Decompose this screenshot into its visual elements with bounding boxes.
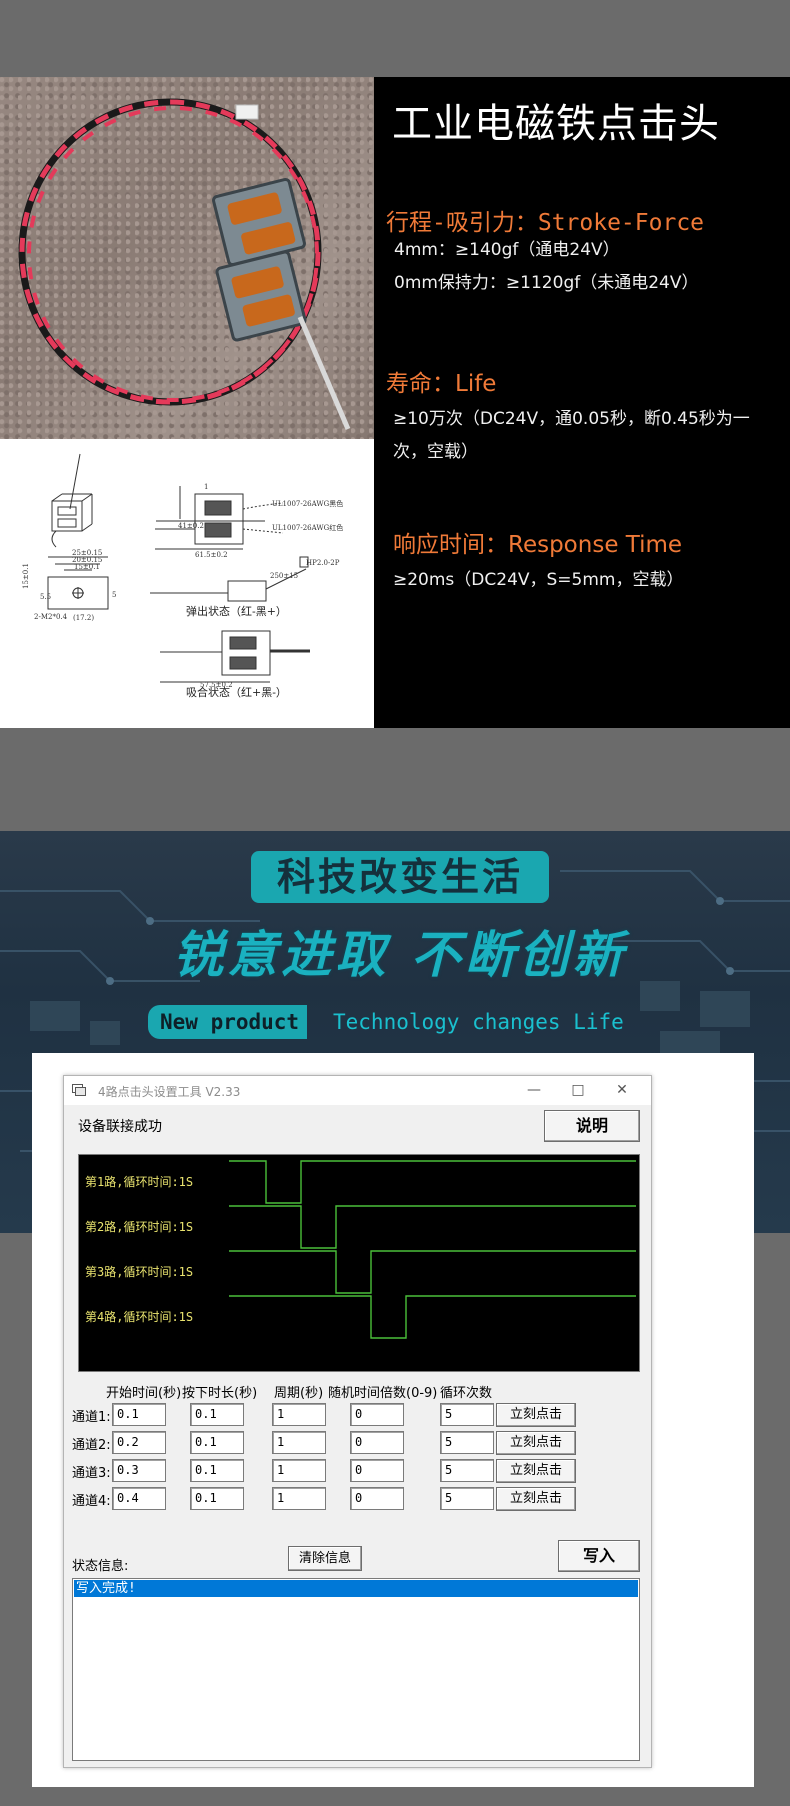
channel-4-start-input[interactable]: 0.4: [112, 1487, 166, 1510]
tech-tagline: Technology changes Life: [333, 1010, 624, 1034]
close-button[interactable]: ✕: [600, 1076, 644, 1105]
channel-2-trace: [229, 1205, 636, 1249]
column-period: 周期(秒): [274, 1386, 324, 1401]
channel-2-loops-input[interactable]: 5: [440, 1431, 494, 1454]
dim-label: (17.2): [73, 614, 94, 622]
dim-label: 2-M2*0.4: [34, 613, 68, 621]
log-entry-selected[interactable]: 写入完成!: [74, 1580, 638, 1597]
dim-label: 5: [112, 591, 116, 599]
waveform-traces: [229, 1160, 636, 1339]
maximize-icon: □: [571, 1082, 585, 1098]
waveform-display: 第1路,循环时间:1S 第2路,循环时间:1S 第3路,循环时间:1S 第4路,…: [78, 1154, 640, 1372]
channel-3-period-input[interactable]: 1: [272, 1459, 326, 1482]
channel-3-trace: [229, 1250, 636, 1294]
minimize-button[interactable]: —: [512, 1076, 556, 1105]
dim-label: 15±0.1: [22, 563, 30, 589]
channel-2-press-input[interactable]: 0.1: [190, 1431, 244, 1454]
slogan-innovation: 锐意进取 不断创新: [173, 926, 627, 984]
channel-3-start-input[interactable]: 0.3: [112, 1459, 166, 1482]
channel-2-start-input[interactable]: 0.2: [112, 1431, 166, 1454]
dim-label: 20±0.15: [72, 556, 102, 564]
channel-2-row-label: 通道2:: [72, 1438, 111, 1453]
channel-1-trace: [229, 1160, 636, 1204]
clear-info-button[interactable]: 清除信息: [288, 1546, 362, 1571]
channel-3-label: 第3路,循环时间:1S: [85, 1265, 194, 1279]
channel-3-click-now-button[interactable]: 立刻点击: [496, 1459, 576, 1483]
channel-2-label: 第2路,循环时间:1S: [85, 1220, 194, 1234]
slogan-tech-changes-life: 科技改变生活: [251, 851, 549, 903]
channel-2-click-now-button[interactable]: 立刻点击: [496, 1431, 576, 1455]
channel-4-trace: [229, 1295, 636, 1339]
wire-black-label: UL1007-26AWG黑色: [272, 499, 343, 508]
state-out-label: 弹出状态（红-黑+）: [186, 604, 287, 618]
column-start-time: 开始时间(秒): [106, 1386, 182, 1401]
channel-4-loops-input[interactable]: 5: [440, 1487, 494, 1510]
channel-1-row-label: 通道1:: [72, 1410, 111, 1425]
channel-2-random-input[interactable]: 0: [350, 1431, 404, 1454]
channel-1-start-input[interactable]: 0.1: [112, 1403, 166, 1426]
channel-3-press-input[interactable]: 0.1: [190, 1459, 244, 1482]
product-photo: [0, 77, 374, 439]
screenshot-card: 4路点击头设置工具 V2.33 — □ ✕ 设备联接成功 说明: [32, 1053, 754, 1787]
channel-1-period-input[interactable]: 1: [272, 1403, 326, 1426]
channel-4-period-input[interactable]: 1: [272, 1487, 326, 1510]
response-heading: 响应时间：Response Time: [393, 532, 683, 558]
column-press-duration: 按下时长(秒): [182, 1386, 258, 1401]
dim-label: 15±0.1: [74, 563, 100, 571]
life-text: ≥10万次（DC24V，通0.05秒，断0.45秒为一次，空载）: [393, 409, 750, 462]
channel-4-click-now-button[interactable]: 立刻点击: [496, 1487, 576, 1511]
stroke-heading: 行程-吸引力：Stroke-Force: [386, 210, 705, 236]
channel-3-random-input[interactable]: 0: [350, 1459, 404, 1482]
stroke-line-2: 0mm保持力：≥1120gf（未通电24V）: [394, 273, 699, 293]
solenoid-photo-illustration: [18, 98, 351, 430]
dim-label: 1: [204, 483, 208, 491]
status-info-label: 状态信息:: [72, 1559, 129, 1574]
channel-1-click-now-button[interactable]: 立刻点击: [496, 1403, 576, 1427]
channel-1-label: 第1路,循环时间:1S: [85, 1175, 194, 1189]
app-window-icon: [72, 1084, 86, 1096]
response-text: ≥20ms（DC24V，S=5mm，空载）: [393, 570, 684, 590]
specs-panel: 工业电磁铁点击头 行程-吸引力：Stroke-Force 4mm：≥140gf（…: [374, 77, 790, 728]
window-title: 4路点击头设置工具 V2.33: [98, 1085, 241, 1099]
connector-label: HP2.0-2P: [306, 559, 340, 567]
channel-4-press-input[interactable]: 0.1: [190, 1487, 244, 1510]
wire-red-label: UL1007-26AWG红色: [272, 523, 343, 532]
stroke-line-1: 4mm：≥140gf（通电24V）: [394, 240, 620, 260]
channel-3-row-label: 通道3:: [72, 1466, 111, 1481]
app-window: 4路点击头设置工具 V2.33 — □ ✕ 设备联接成功 说明: [63, 1075, 652, 1768]
dim-label: 41±0.2: [178, 522, 204, 530]
minimize-icon: —: [527, 1082, 541, 1098]
product-section: 1 UL1007-26AWG黑色 UL1007-26AWG红色 41±0.2 6…: [0, 77, 790, 728]
dim-label: 250±15: [270, 572, 298, 580]
status-log-list[interactable]: 写入完成!: [72, 1578, 640, 1761]
life-heading: 寿命：Life: [386, 371, 497, 397]
new-product-tag: New product: [148, 1005, 308, 1039]
channel-4-random-input[interactable]: 0: [350, 1487, 404, 1510]
help-button[interactable]: 说明: [544, 1110, 640, 1142]
channel-1-press-input[interactable]: 0.1: [190, 1403, 244, 1426]
write-button[interactable]: 写入: [558, 1540, 640, 1572]
product-title: 工业电磁铁点击头: [392, 101, 720, 147]
state-in-label: 吸合状态（红+黑-）: [186, 685, 287, 699]
channel-3-loops-input[interactable]: 5: [440, 1459, 494, 1482]
maximize-button[interactable]: □: [556, 1076, 600, 1105]
column-loop-count: 循环次数: [440, 1386, 493, 1401]
title-bar[interactable]: 4路点击头设置工具 V2.33 — □ ✕: [64, 1076, 651, 1105]
channel-4-label: 第4路,循环时间:1S: [85, 1310, 194, 1324]
channel-1-loops-input[interactable]: 5: [440, 1403, 494, 1426]
channel-1-random-input[interactable]: 0: [350, 1403, 404, 1426]
channel-4-row-label: 通道4:: [72, 1494, 111, 1509]
column-random-multiplier: 随机时间倍数(0-9): [328, 1386, 438, 1401]
dim-label: 5.5: [40, 593, 51, 601]
connection-status: 设备联接成功: [78, 1119, 162, 1135]
close-icon: ✕: [616, 1082, 628, 1098]
dim-label: 61.5±0.2: [195, 551, 228, 559]
dim-label: 57.5±0.2: [200, 681, 233, 689]
dim-label: 25±0.15: [72, 549, 102, 557]
technical-drawing: 1 UL1007-26AWG黑色 UL1007-26AWG红色 41±0.2 6…: [0, 439, 374, 728]
channel-2-period-input[interactable]: 1: [272, 1431, 326, 1454]
